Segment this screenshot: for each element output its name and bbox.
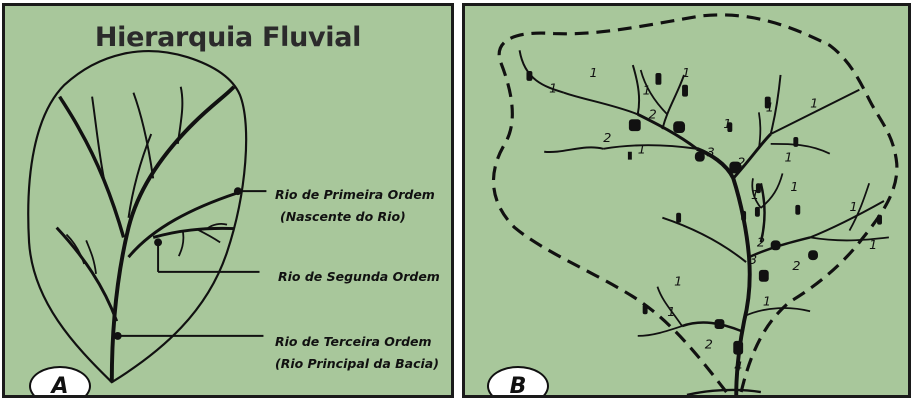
note-third-order: Rio de Terceira Ordem bbox=[275, 334, 432, 349]
diagram-title: Hierarquia Fluvial bbox=[94, 22, 362, 53]
order-label: 3 bbox=[707, 146, 715, 161]
note-first-order-sub: (Nascente do Rio) bbox=[280, 209, 406, 224]
order-label: 1 bbox=[589, 66, 597, 81]
order-label: 1 bbox=[790, 180, 798, 195]
order-label: 1 bbox=[674, 275, 682, 290]
order-label: 2 bbox=[737, 156, 745, 171]
basin-outline bbox=[27, 50, 248, 384]
order-label: 3 bbox=[749, 253, 757, 268]
order-label: 1 bbox=[643, 84, 651, 99]
order-label: 1 bbox=[549, 82, 557, 97]
note-third-order-sub: (Rio Principal da Bacia) bbox=[275, 356, 439, 371]
panel-b: 1 1 1 1 1 1 1 1 1 1 1 1 1 1 1 1 2 2 2 2 … bbox=[462, 3, 911, 398]
main-channel bbox=[109, 85, 236, 383]
order-label: 1 bbox=[751, 188, 759, 203]
note-second-order: Rio de Segunda Ordem bbox=[278, 269, 440, 284]
note-first-order: Rio de Primeira Ordem bbox=[275, 187, 435, 202]
order-label: 2 bbox=[792, 259, 800, 274]
leaf-drainage-diagram bbox=[27, 50, 267, 384]
main-channel bbox=[696, 146, 752, 395]
basin-drainage-diagram: 1 1 1 1 1 1 1 1 1 1 1 1 1 1 1 1 2 2 2 2 … bbox=[491, 13, 899, 395]
order-label: 1 bbox=[784, 151, 792, 166]
order-label: 2 bbox=[603, 131, 611, 146]
order-label: 1 bbox=[849, 200, 857, 215]
order-label: 2 bbox=[705, 338, 713, 353]
order-label: 1 bbox=[638, 143, 646, 158]
panel-a: Hierarquia Fluvial Rio de Primeira Ordem… bbox=[2, 3, 454, 398]
panel-label-a: A bbox=[29, 366, 91, 395]
order-label: 1 bbox=[810, 96, 818, 111]
panel-label-b: B bbox=[487, 366, 549, 395]
order-label: 2 bbox=[757, 235, 765, 250]
order-label: 1 bbox=[723, 117, 731, 132]
order-label: 4 bbox=[734, 359, 742, 374]
order-label: 1 bbox=[763, 294, 771, 309]
order-label: 1 bbox=[766, 100, 774, 115]
order-label: 1 bbox=[869, 238, 877, 253]
order-label: 1 bbox=[682, 66, 690, 81]
order-label: 2 bbox=[649, 107, 657, 122]
watershed-divide bbox=[491, 13, 899, 394]
order-label: 1 bbox=[667, 305, 675, 320]
